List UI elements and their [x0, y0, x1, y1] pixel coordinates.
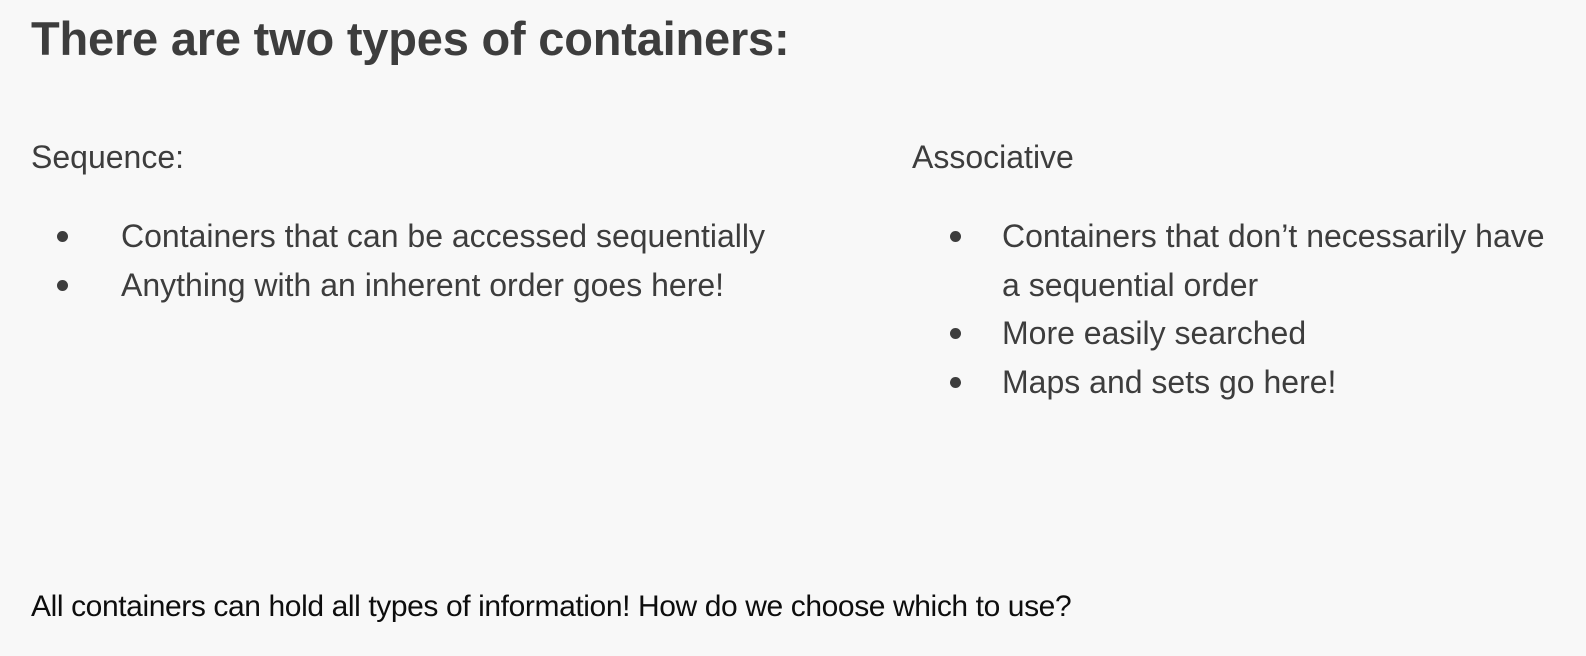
list-item-label: Maps and sets go here! — [1002, 363, 1337, 400]
bullet-dot-icon — [57, 279, 68, 291]
page-title: There are two types of containers: — [31, 12, 790, 65]
list-item: Anything with an inherent order goes her… — [31, 261, 881, 310]
list-item: Containers that can be accessed sequenti… — [31, 212, 881, 261]
list-item-label: Containers that don’t necessarily have a… — [1002, 218, 1545, 303]
column-heading-sequence: Sequence: — [31, 139, 185, 175]
bullet-list-sequence: Containers that can be accessed sequenti… — [31, 212, 881, 309]
list-item-label: Anything with an inherent order goes her… — [121, 266, 725, 303]
list-item: More easily searched — [912, 309, 1562, 358]
column-heading-associative: Associative — [912, 139, 1074, 175]
bullet-dot-icon — [950, 376, 961, 388]
footer-question: All containers can hold all types of inf… — [31, 590, 1072, 623]
column-associative: Associative Containers that don’t necess… — [912, 136, 1562, 406]
bullet-dot-icon — [57, 231, 68, 242]
bullet-list-associative: Containers that don’t necessarily have a… — [912, 212, 1562, 406]
column-sequence: Sequence: Containers that can be accesse… — [31, 136, 881, 309]
list-item-label: Containers that can be accessed sequenti… — [121, 218, 765, 254]
list-item-label: More easily searched — [1002, 315, 1307, 351]
bullet-dot-icon — [950, 328, 961, 339]
bullet-dot-icon — [950, 231, 961, 242]
list-item: Maps and sets go here! — [912, 358, 1562, 407]
list-item: Containers that don’t necessarily have a… — [912, 212, 1562, 309]
